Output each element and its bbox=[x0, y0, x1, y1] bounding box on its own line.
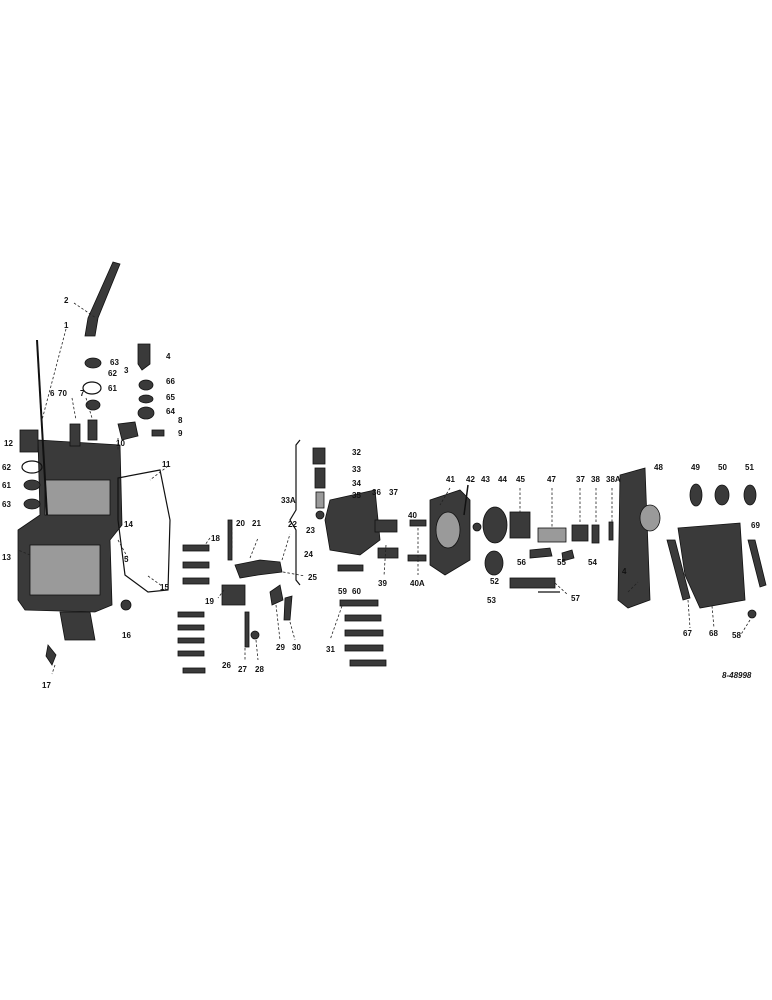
left-cap-stack bbox=[19, 429, 43, 510]
callout-label: 53 bbox=[487, 596, 496, 605]
callout-label: 59 bbox=[338, 587, 347, 596]
callout-label: 34 bbox=[352, 479, 361, 488]
callout-label: 21 bbox=[252, 519, 261, 528]
callout-label: 7 bbox=[80, 389, 85, 398]
callout-label: 43 bbox=[481, 475, 490, 484]
callout-label: 30 bbox=[292, 643, 301, 652]
callout-label: 56 bbox=[517, 558, 526, 567]
rod bbox=[36, 339, 48, 516]
callout-label: 8 bbox=[178, 416, 183, 425]
callout-label: 62 bbox=[108, 369, 117, 378]
callout-label: 44 bbox=[498, 475, 507, 484]
callout-label: 2 bbox=[64, 296, 69, 305]
callout-label: 35 bbox=[352, 491, 361, 500]
callout-label: 27 bbox=[238, 665, 247, 674]
rotor-gears bbox=[482, 506, 531, 576]
callout-label: 64 bbox=[166, 407, 175, 416]
callout-label: 63 bbox=[2, 500, 11, 509]
callout-label: 54 bbox=[588, 558, 597, 567]
callout-label: 4 bbox=[622, 567, 627, 576]
bolts-right-column bbox=[339, 599, 387, 667]
callout-label: 66 bbox=[166, 377, 175, 386]
callout-label: 28 bbox=[255, 665, 264, 674]
callout-label: 12 bbox=[4, 439, 13, 448]
callout-label: 25 bbox=[308, 573, 317, 582]
callout-label: 3 bbox=[124, 366, 129, 375]
figure-reference: 8-48998 bbox=[722, 671, 752, 680]
callout-label: 14 bbox=[124, 520, 133, 529]
callout-label: 13 bbox=[2, 553, 11, 562]
leader-lines bbox=[17, 302, 751, 675]
callout-label: 9 bbox=[178, 429, 183, 438]
callout-label: 11 bbox=[162, 460, 171, 469]
callout-label: 18 bbox=[211, 534, 220, 543]
callout-label: 63 bbox=[110, 358, 119, 367]
pump-head bbox=[324, 489, 381, 556]
control-lever bbox=[84, 261, 121, 337]
callout-label: 26 bbox=[222, 661, 231, 670]
callout-label: 22 bbox=[288, 520, 297, 529]
callout-label: 36 bbox=[372, 488, 381, 497]
callout-label: 1 bbox=[64, 321, 69, 330]
callout-label: 19 bbox=[205, 597, 214, 606]
callout-label: 65 bbox=[166, 393, 175, 402]
callout-label: 4 bbox=[166, 352, 171, 361]
callout-label: 32 bbox=[352, 448, 361, 457]
callout-label: 33 bbox=[352, 465, 361, 474]
callout-label: 49 bbox=[691, 463, 700, 472]
callout-label: 6 bbox=[50, 389, 55, 398]
callout-label: 40A bbox=[410, 579, 425, 588]
plunger-stack bbox=[312, 447, 326, 520]
callout-label: 60 bbox=[352, 587, 361, 596]
callout-label: 17 bbox=[42, 681, 51, 690]
callout-label: 10 bbox=[116, 439, 125, 448]
callout-label: 48 bbox=[654, 463, 663, 472]
callout-label: 58 bbox=[732, 631, 741, 640]
callout-label: 50 bbox=[718, 463, 727, 472]
callout-label: 51 bbox=[745, 463, 754, 472]
callout-label: 38 bbox=[591, 475, 600, 484]
callout-label: 39 bbox=[378, 579, 387, 588]
callout-label: 61 bbox=[2, 481, 11, 490]
callout-label: 45 bbox=[516, 475, 525, 484]
callout-label: 67 bbox=[683, 629, 692, 638]
pump-housing bbox=[17, 439, 123, 641]
callout-label: 70 bbox=[58, 389, 67, 398]
callout-label: 38A bbox=[606, 475, 621, 484]
sleeves bbox=[509, 521, 614, 593]
callout-label: 37 bbox=[576, 475, 585, 484]
callout-label: 57 bbox=[571, 594, 580, 603]
callout-label: 23 bbox=[306, 526, 315, 535]
callout-label: 40 bbox=[408, 511, 417, 520]
callout-label: 37 bbox=[389, 488, 398, 497]
callout-label: 41 bbox=[446, 475, 455, 484]
callout-label: 33A bbox=[281, 496, 296, 505]
callout-labels: 1 2 63 4 62 61 3 66 65 64 70 7 6 8 9 10 … bbox=[2, 296, 760, 690]
gear-plate bbox=[617, 467, 651, 609]
callout-label: 5 bbox=[124, 555, 129, 564]
callout-label: 24 bbox=[304, 550, 313, 559]
gasket bbox=[117, 469, 171, 593]
cover-plate bbox=[677, 522, 746, 609]
elbow-fitting bbox=[137, 343, 151, 371]
callout-label: 55 bbox=[557, 558, 566, 567]
group-bracket bbox=[289, 439, 301, 586]
callout-label: 16 bbox=[122, 631, 131, 640]
callout-label: 42 bbox=[466, 475, 475, 484]
callout-label: 29 bbox=[276, 643, 285, 652]
callout-label: 15 bbox=[160, 583, 169, 592]
screws-left-column bbox=[177, 544, 210, 674]
callout-label: 31 bbox=[326, 645, 335, 654]
seal-stack bbox=[69, 357, 165, 447]
linkage-assembly bbox=[221, 519, 293, 648]
callout-label: 61 bbox=[108, 384, 117, 393]
callout-label: 20 bbox=[236, 519, 245, 528]
callout-label: 47 bbox=[547, 475, 556, 484]
callout-label: 68 bbox=[709, 629, 718, 638]
callout-label: 52 bbox=[490, 577, 499, 586]
callout-label: 62 bbox=[2, 463, 11, 472]
callout-label: 69 bbox=[751, 521, 760, 530]
